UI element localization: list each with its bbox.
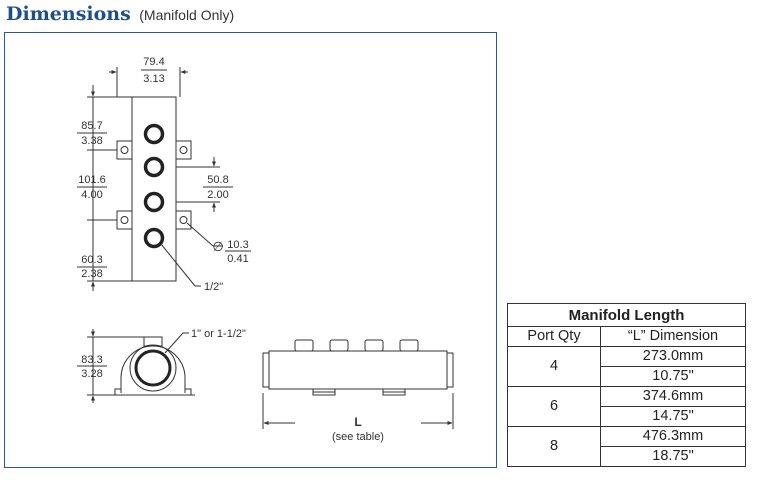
bracket-spacing-mm: 101.6 <box>78 174 106 186</box>
port-spacing-mm: 50.8 <box>207 174 228 186</box>
dimension-mm-cell: 476.3mm <box>600 426 746 447</box>
pipe-inner <box>134 349 172 387</box>
port <box>143 123 165 145</box>
pipe-size-label: 1" or 1-1/2" <box>191 328 246 340</box>
bracket <box>116 210 133 230</box>
end-view <box>77 329 195 403</box>
page-title: Dimensions (Manifold Only) <box>6 3 234 25</box>
dimension-mm-cell: 374.6mm <box>600 386 746 407</box>
bottom-offset-in: 2.38 <box>81 268 102 280</box>
hole-diameter-mm: 10.3 <box>227 239 248 251</box>
port <box>143 191 165 213</box>
manifold-body <box>131 96 177 282</box>
bracket <box>116 140 133 160</box>
dimension-mm-cell: 273.0mm <box>600 346 746 367</box>
title-text: Dimensions <box>6 3 131 25</box>
port <box>143 156 165 178</box>
table-title: Manifold Length <box>507 303 746 327</box>
port-qty-cell: 8 <box>507 426 601 467</box>
diameter-symbol: ∅ <box>212 239 223 254</box>
header-l-dimension: “L” Dimension <box>600 326 746 347</box>
manifold-side-body <box>268 350 448 390</box>
side-port <box>399 339 419 352</box>
dimension-in-cell: 18.75" <box>600 446 746 467</box>
diagram-panel: 79.4 3.13 85.7 3.38 101.6 4.00 50.8 2.00… <box>4 32 497 468</box>
length-label: L <box>354 415 361 429</box>
table-row: 8 476.3mm <box>507 426 746 467</box>
port-spacing-in: 2.00 <box>207 189 228 201</box>
end-height-in: 3.28 <box>81 368 102 380</box>
bracket <box>175 140 192 160</box>
table-row: 18.75" <box>508 446 746 467</box>
hole-diameter-in: 0.41 <box>227 253 248 265</box>
port-qty-cell: 6 <box>507 386 601 427</box>
table-header-row: Port Qty “L” Dimension <box>507 326 746 347</box>
manifold-length-table: Manifold Length Port Qty “L” Dimension 4… <box>507 303 746 467</box>
port-size-label: 1/2" <box>204 281 223 293</box>
top-view <box>77 67 251 291</box>
length-note: (see table) <box>332 431 384 443</box>
side-view <box>262 339 454 429</box>
dimension-in-cell: 10.75" <box>600 366 746 387</box>
bracket <box>175 210 192 230</box>
width-mm: 79.4 <box>143 56 164 68</box>
subtitle-text: (Manifold Only) <box>139 7 235 23</box>
end-height-mm: 83.3 <box>81 354 102 366</box>
port <box>143 227 165 249</box>
side-port <box>329 339 349 352</box>
bottom-offset-mm: 60.3 <box>81 254 102 266</box>
width-in: 3.13 <box>143 73 164 85</box>
port-qty-cell: 4 <box>507 346 601 387</box>
top-offset-mm: 85.7 <box>81 120 102 132</box>
dimension-in-cell: 14.75" <box>600 406 746 427</box>
table-row: 4 273.0mm <box>507 346 746 387</box>
table-row: 6 374.6mm <box>507 386 746 427</box>
side-port <box>294 339 314 352</box>
header-port-qty: Port Qty <box>507 326 601 347</box>
side-port <box>364 339 384 352</box>
bracket-spacing-in: 4.00 <box>81 189 102 201</box>
table-title-row: Manifold Length <box>507 303 746 327</box>
top-offset-in: 3.38 <box>81 135 102 147</box>
manifold-drawing: 79.4 3.13 85.7 3.38 101.6 4.00 50.8 2.00… <box>77 56 454 443</box>
pipe-outer <box>129 344 177 392</box>
